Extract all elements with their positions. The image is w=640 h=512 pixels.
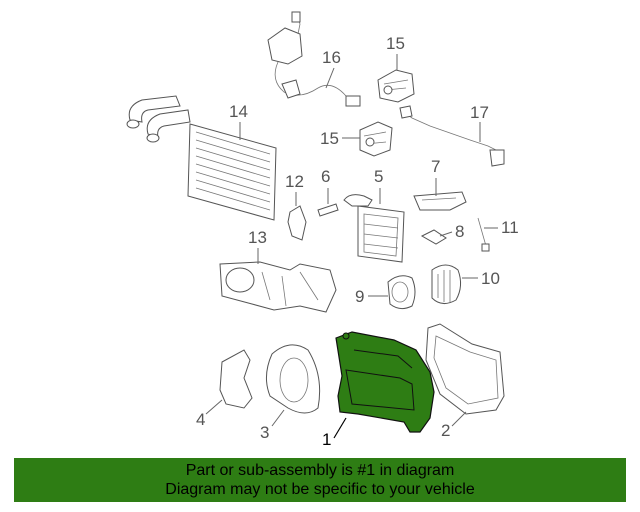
part-1-housing-highlighted (335, 331, 435, 433)
part-14-heater-core (126, 95, 277, 221)
callout-5: 5 (374, 167, 383, 186)
part-3-plate (266, 344, 321, 414)
callout-12: 12 (285, 172, 304, 191)
leader-4 (205, 399, 223, 415)
callout-9: 9 (355, 287, 364, 306)
part-15-upper-actuator (377, 69, 415, 103)
leader-1 (333, 417, 347, 439)
leader-3 (271, 409, 285, 427)
part-8-bracket (420, 229, 447, 245)
callout-11: 11 (501, 218, 519, 237)
part-10-blower-wheel (431, 264, 462, 304)
callout-14: 14 (229, 102, 248, 121)
part-2-case (425, 323, 505, 415)
part-7-cover (413, 191, 467, 211)
parts-diagram: 16 15 17 15 14 12 6 (126, 11, 519, 449)
callout-16: 16 (322, 48, 341, 67)
callout-2: 2 (441, 421, 450, 440)
part-13-upper-case (219, 261, 337, 313)
part-5-evaporator-core (343, 194, 405, 263)
leader-2 (451, 411, 467, 427)
part-12-seal (287, 205, 307, 241)
callout-3: 3 (260, 423, 269, 442)
callout-6: 6 (321, 167, 330, 186)
callout-8: 8 (455, 222, 464, 241)
info-banner: Part or sub-assembly is #1 in diagram Di… (14, 458, 626, 502)
part-16-actuator-harness (267, 11, 361, 107)
callout-10: 10 (481, 269, 500, 288)
callout-15-lower: 15 (320, 129, 339, 148)
callout-17: 17 (470, 103, 489, 122)
callout-4: 4 (196, 410, 205, 429)
leader-8 (439, 231, 453, 237)
part-11-sensor (477, 217, 490, 252)
leader-16 (325, 67, 335, 89)
callout-13: 13 (248, 228, 267, 247)
part-17-link-rod (399, 105, 505, 167)
callout-15-upper: 15 (386, 34, 405, 53)
banner-line-disclaimer: Diagram may not be specific to your vehi… (165, 481, 475, 498)
part-15-lower-actuator (359, 121, 393, 157)
part-9-blower-motor (387, 275, 416, 310)
part-4-seal (219, 349, 253, 409)
banner-line-part-number: Part or sub-assembly is #1 in diagram (185, 462, 455, 479)
callout-1: 1 (322, 430, 331, 449)
part-6-clip (317, 203, 339, 217)
callout-7: 7 (431, 157, 440, 176)
